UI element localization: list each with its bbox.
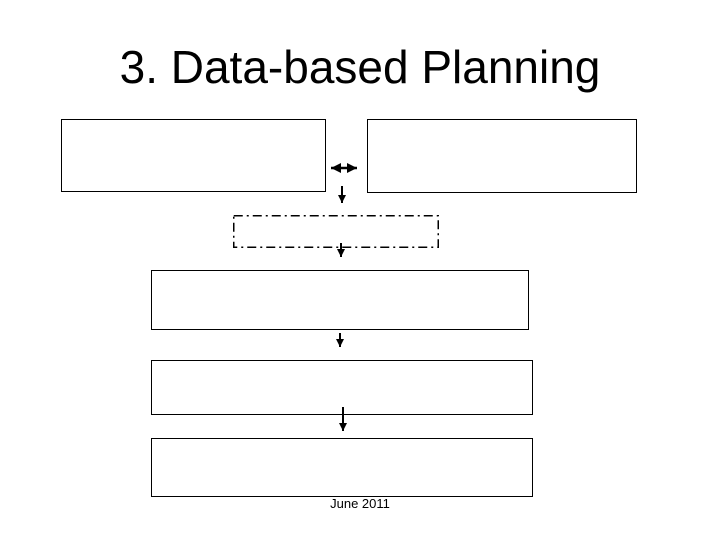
flow-box-row-1 <box>151 270 529 330</box>
flow-box-row-2 <box>151 360 533 415</box>
flow-box-top-left <box>61 119 326 192</box>
slide-footer-date: June 2011 <box>330 496 390 511</box>
slide-title: 3. Data-based Planning <box>119 41 601 93</box>
flow-box-row-3 <box>151 438 533 497</box>
flow-box-dashed <box>233 215 439 248</box>
flow-box-top-right <box>367 119 637 193</box>
